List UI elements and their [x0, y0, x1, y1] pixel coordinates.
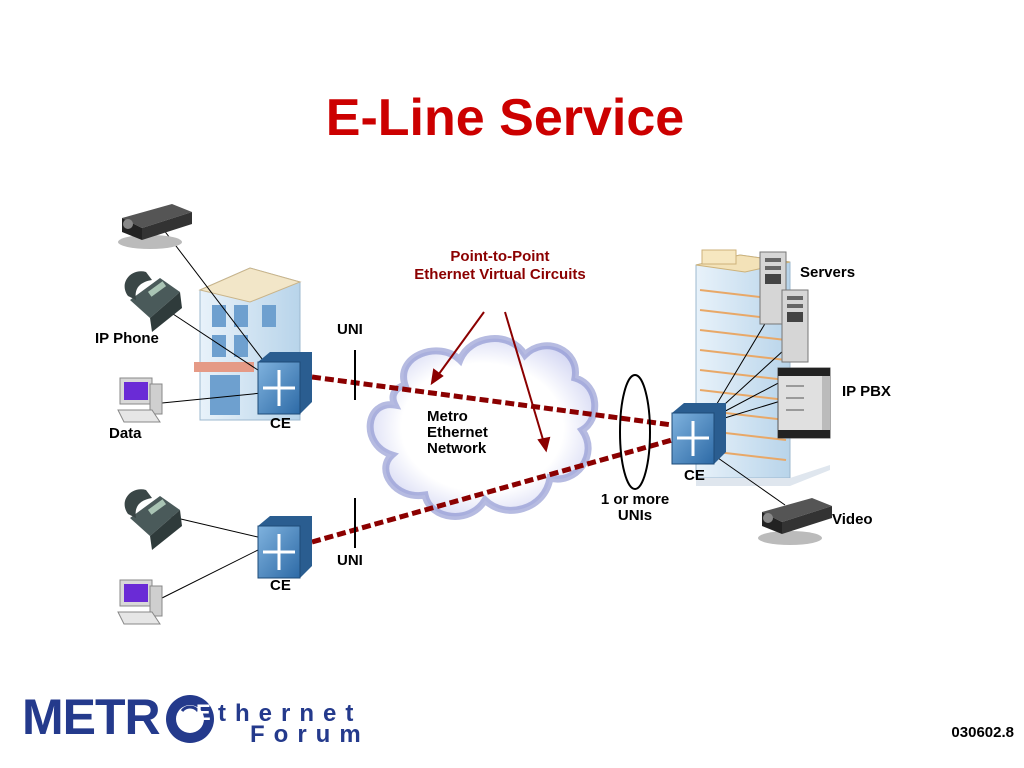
- ce-label-bottom: CE: [270, 577, 291, 594]
- page-title: E-Line Service: [325, 89, 685, 147]
- evc-lines: [311, 374, 673, 545]
- ip-phone-icon: [124, 271, 182, 332]
- ce-switch-top: [257, 352, 312, 415]
- ce-label-right: CE: [684, 467, 705, 484]
- callout-arrows: [430, 311, 551, 453]
- cloud-line-2: Ethernet: [427, 424, 488, 441]
- logo-ethernet-text: thernet: [218, 700, 363, 727]
- ce-label-top: CE: [270, 415, 291, 432]
- video-projector-icon: [758, 498, 832, 545]
- logo-forum-text: Forum: [250, 721, 370, 748]
- uni-label-top: UNI: [337, 321, 363, 338]
- data-pc-icon: [117, 377, 163, 423]
- unis-line-1: 1 or more: [600, 491, 670, 508]
- data-label: Data: [109, 425, 142, 442]
- cloud-label: Metro Ethernet Network: [427, 409, 488, 457]
- logo-e-letter: E: [196, 700, 211, 725]
- metro-ethernet-forum-logo: METR: [22, 688, 161, 746]
- ce-switch-bottom: [257, 516, 312, 579]
- video-projector-icon: [118, 204, 192, 249]
- ce-switch-right: [671, 403, 726, 465]
- ip-phone-icon: [124, 489, 182, 550]
- video-label: Video: [832, 511, 873, 528]
- logo-metro-text: METR: [22, 689, 161, 745]
- callout-line-2: Ethernet Virtual Circuits: [414, 266, 586, 283]
- callout-line-1: Point-to-Point: [450, 248, 550, 265]
- data-pc-icon: [117, 579, 163, 625]
- unis-line-2: UNIs: [617, 507, 653, 524]
- ip-pbx-icon: [777, 367, 831, 439]
- cloud-line-3: Network: [427, 440, 487, 457]
- evc-callout: Point-to-Point Ethernet Virtual Circuits: [380, 248, 620, 284]
- access-links-top: [159, 224, 273, 404]
- servers-label: Servers: [800, 264, 856, 281]
- ip-phone-label: IP Phone: [95, 330, 159, 347]
- metro-ethernet-cloud: [366, 335, 599, 520]
- unis-ellipse: [619, 374, 651, 490]
- ip-pbx-label: IP PBX: [842, 383, 891, 400]
- cloud-line-1: Metro: [427, 408, 468, 425]
- access-links-bottom: [161, 515, 263, 599]
- servers-icon: [759, 251, 809, 363]
- logo-globe-icon: [166, 695, 214, 743]
- slide-code: 030602.8: [951, 724, 1014, 741]
- unis-label: 1 or more UNIs: [590, 492, 680, 524]
- uni-label-bottom: UNI: [337, 552, 363, 569]
